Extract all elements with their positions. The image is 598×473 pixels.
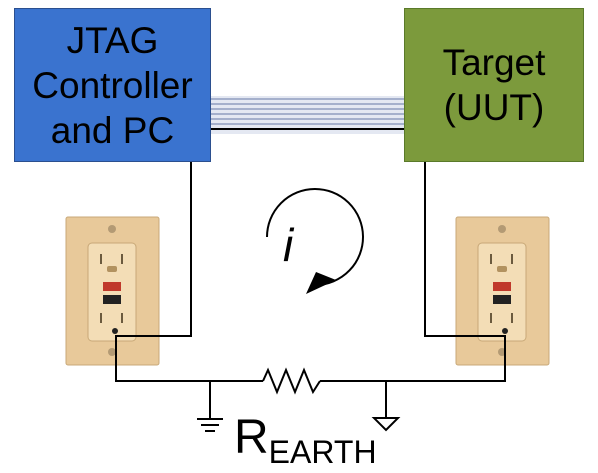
test-button-icon <box>493 295 511 304</box>
reset-button-icon <box>493 282 511 291</box>
ground-loop-wiring <box>115 128 506 418</box>
resistor-label: REARTH <box>234 410 377 470</box>
current-label: i <box>283 219 294 271</box>
current-loop-arrow-icon <box>266 188 364 294</box>
test-button-icon <box>103 295 121 304</box>
right-wall-outlet <box>455 216 550 366</box>
target-uut-box: Target (UUT) <box>404 8 584 162</box>
target-label-line-2: (UUT) <box>443 87 545 128</box>
jtag-controller-box: JTAG Controller and PC <box>14 8 211 162</box>
target-label-line-1: Target <box>442 42 546 83</box>
reset-button-icon <box>103 282 121 291</box>
jtag-ribbon-cable <box>211 96 404 134</box>
earth-ground-icon <box>197 418 223 432</box>
left-wall-outlet <box>65 216 160 366</box>
controller-label-line-3: and PC <box>50 109 175 151</box>
screw-icon <box>108 225 116 233</box>
controller-label-line-2: Controller <box>32 64 193 106</box>
chassis-ground-icon <box>371 417 401 432</box>
resistor-label-main: R <box>234 411 269 464</box>
screw-icon <box>108 348 116 356</box>
resistor-label-subscript: EARTH <box>268 434 377 470</box>
resistor-icon <box>262 367 321 395</box>
screw-icon <box>498 225 506 233</box>
controller-label-line-1: JTAG <box>66 19 159 61</box>
